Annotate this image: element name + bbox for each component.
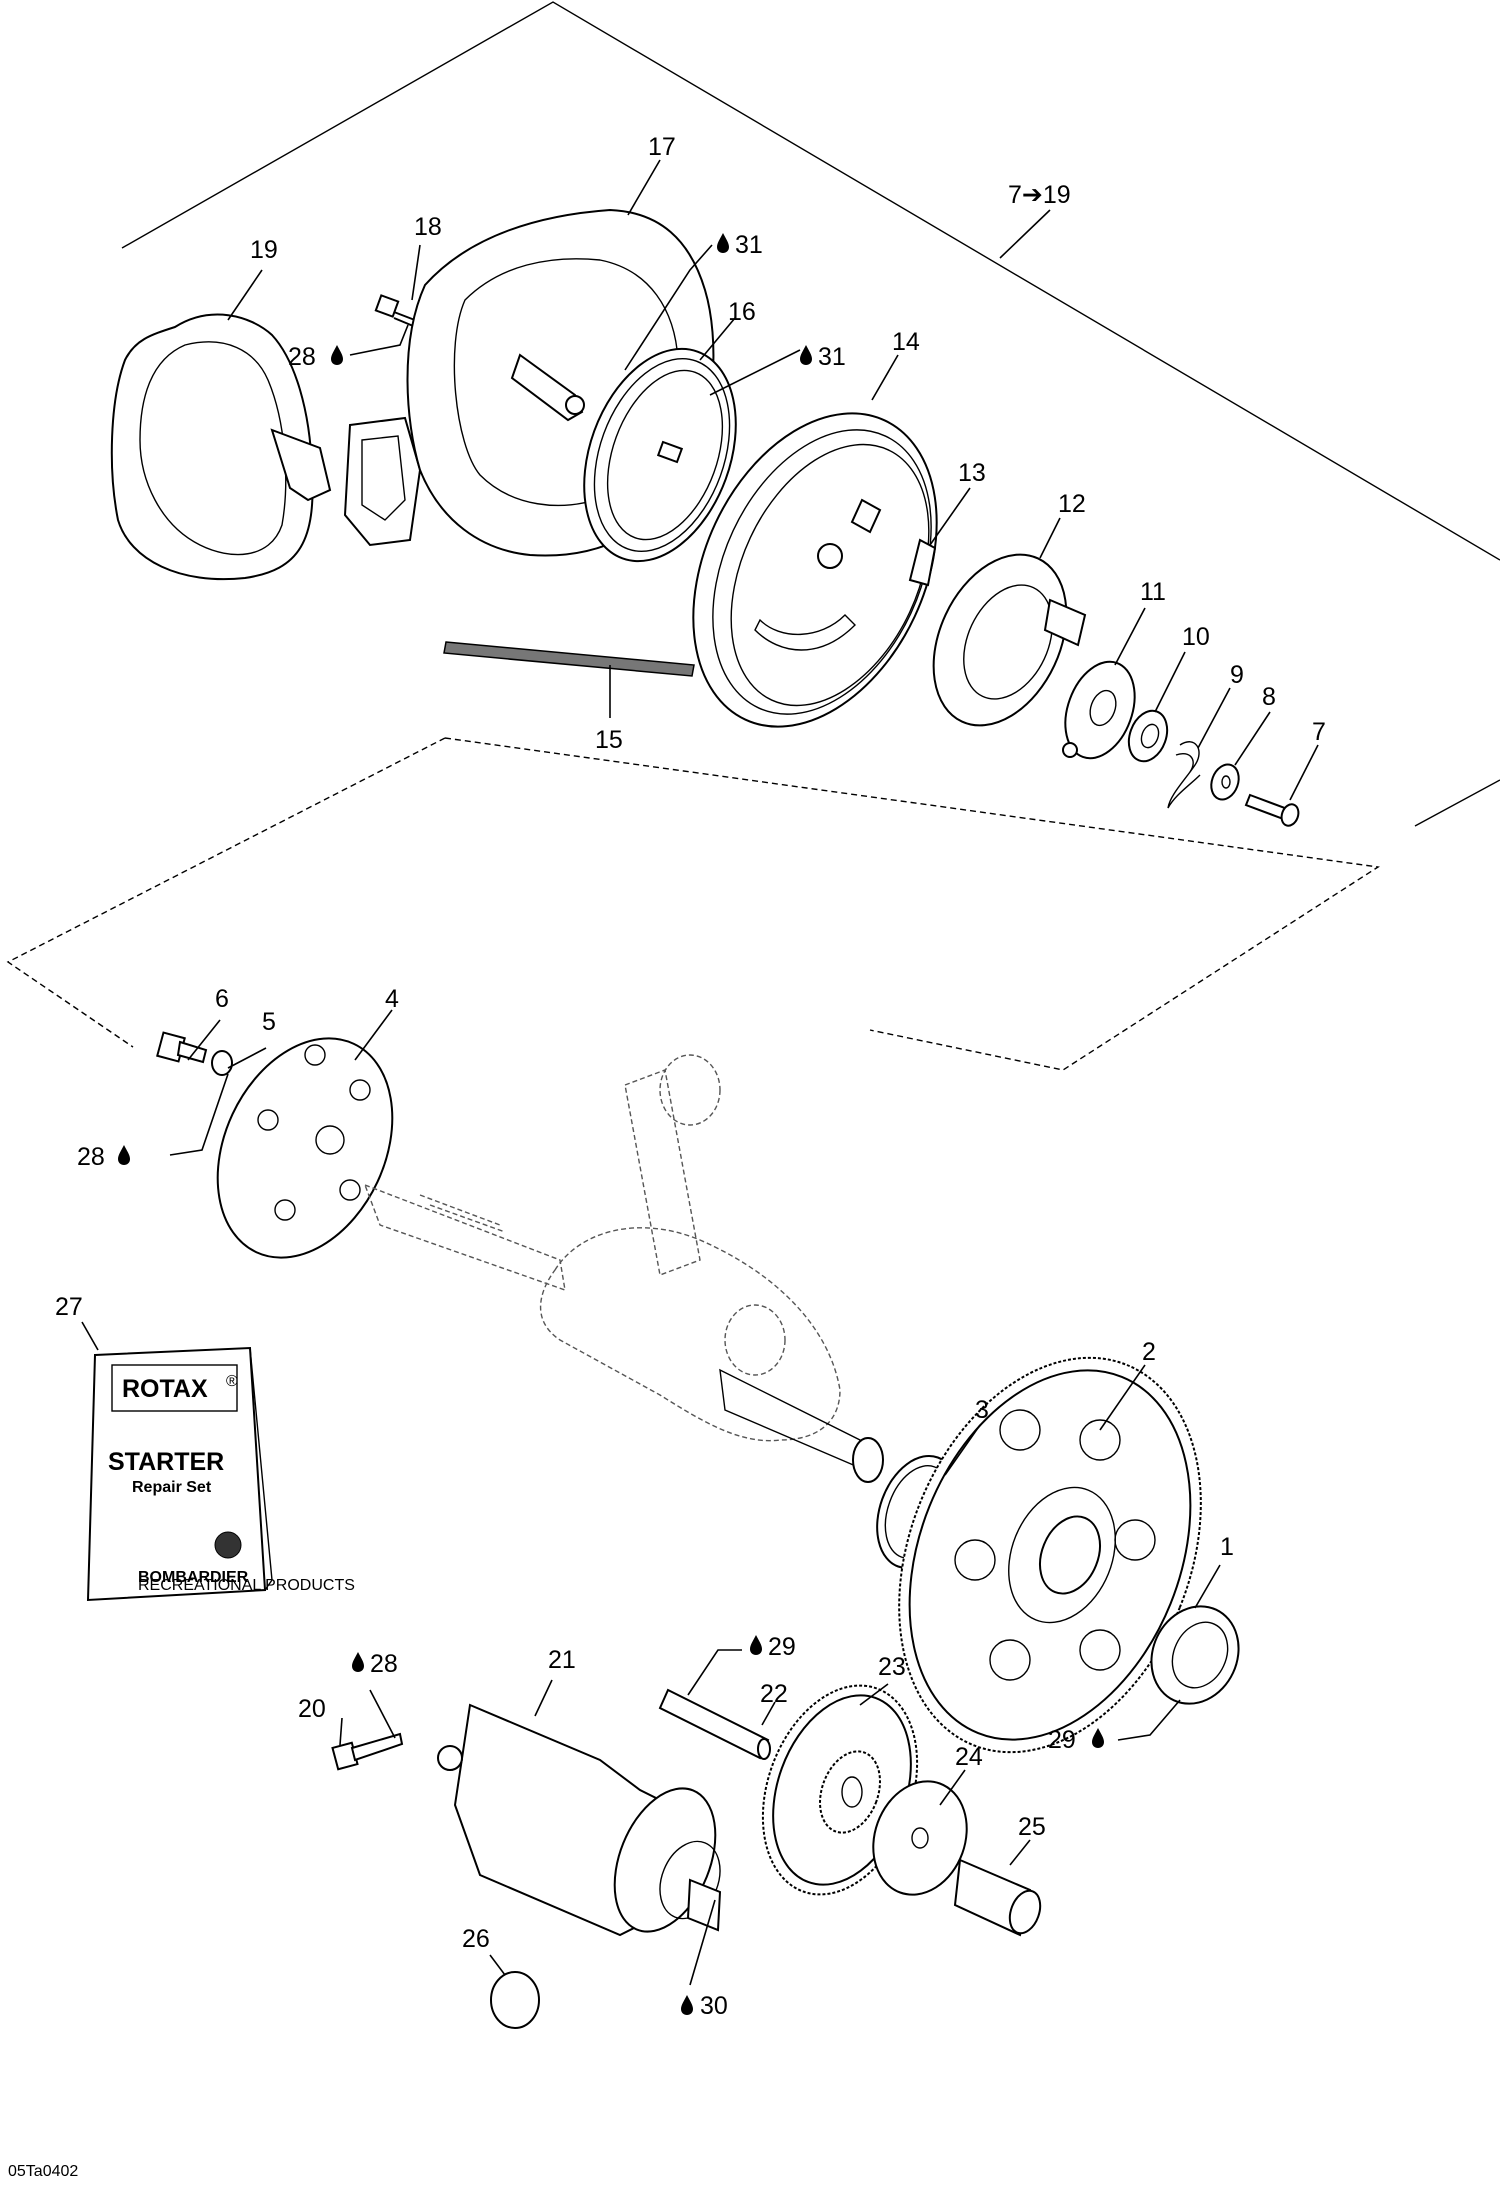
manual-maker: BOMBARDIER	[138, 1569, 249, 1586]
callout-12: 12	[1058, 490, 1086, 518]
callout-31-top: 31	[735, 231, 763, 259]
lubricant-drop-icon	[331, 345, 343, 365]
callout-14: 14	[892, 328, 920, 356]
callout-31-mid: 31	[818, 343, 846, 371]
thrust-washer	[872, 1780, 968, 1896]
callout-5: 5	[262, 1008, 276, 1036]
callout-17: 17	[648, 133, 676, 161]
rope-pulley	[692, 412, 938, 728]
manual-registered: ®	[226, 1373, 238, 1390]
electric-starter-motor	[437, 1703, 722, 1937]
callout-24: 24	[955, 1743, 983, 1771]
gear-shaft	[658, 1688, 771, 1760]
callout-labels: 17 18 19 28 31 16 31 14 7➔19 13 12 11 10…	[55, 133, 1326, 2020]
lubricant-drop-icon	[681, 1995, 693, 2015]
leader-lines	[81, 159, 1319, 1986]
callout-29-center: 29	[768, 1633, 796, 1661]
washer	[1210, 763, 1240, 801]
starter-repair-manual: ROTAX ® STARTER Repair Set BOMBARDIER RE…	[86, 1346, 355, 1602]
callout-29-right: 29	[1048, 1726, 1076, 1754]
callout-7-to-19: 7➔19	[1008, 181, 1071, 209]
pawl-lock	[932, 553, 1087, 727]
callout-2: 2	[1142, 1338, 1156, 1366]
callout-16: 16	[728, 298, 756, 326]
callout-9: 9	[1230, 661, 1244, 689]
callout-28-left: 28	[77, 1143, 105, 1171]
spacer	[1127, 709, 1169, 763]
starter-bolt	[331, 1732, 404, 1771]
callout-21: 21	[548, 1646, 576, 1674]
callout-6: 6	[215, 985, 229, 1013]
crankshaft-group-frame	[6, 737, 1380, 1071]
callout-26: 26	[462, 1925, 490, 1953]
callout-8: 8	[1262, 683, 1276, 711]
lubricant-drop-icon	[118, 1145, 130, 1165]
screw	[1244, 793, 1300, 827]
callout-28-top: 28	[288, 343, 316, 371]
recoil-spring	[583, 347, 737, 563]
callout-4: 4	[385, 985, 399, 1013]
lubricant-drop-icon	[750, 1635, 762, 1655]
recoil-starter-group-frame	[121, 1, 1500, 827]
starter-handle	[110, 313, 332, 581]
lubricant-drop-icon	[352, 1652, 364, 1672]
manual-brand: ROTAX	[122, 1375, 208, 1403]
figure-code: 05Ta0402	[8, 2163, 78, 2180]
callout-15: 15	[595, 726, 623, 754]
callout-25: 25	[1018, 1813, 1046, 1841]
callout-22: 22	[760, 1680, 788, 1708]
callout-13: 13	[958, 459, 986, 487]
callout-20: 20	[298, 1695, 326, 1723]
step-washer	[1062, 660, 1136, 760]
bombardier-logo	[214, 1531, 242, 1559]
lock-washer	[211, 1050, 233, 1076]
lubricant-drop-icon	[717, 233, 729, 253]
callout-27: 27	[55, 1293, 83, 1321]
callout-10: 10	[1182, 623, 1210, 651]
callout-1: 1	[1220, 1533, 1234, 1561]
starter-o-ring	[490, 1971, 540, 2029]
lubricant-drop-icon	[800, 345, 812, 365]
bushing	[953, 1858, 1042, 1937]
drive-bolt	[156, 1031, 208, 1064]
starter-rope	[443, 641, 695, 677]
callout-19: 19	[250, 236, 278, 264]
spring-clip	[1167, 741, 1201, 809]
crankshaft-reference	[363, 1054, 884, 1483]
rope-guide	[343, 416, 422, 547]
manual-subtitle: Repair Set	[132, 1479, 212, 1496]
callout-23: 23	[878, 1653, 906, 1681]
starter-drive-plate	[216, 1037, 394, 1259]
manual-title: STARTER	[108, 1448, 224, 1476]
callout-7: 7	[1312, 718, 1326, 746]
callout-11: 11	[1140, 578, 1166, 606]
callout-30: 30	[700, 1992, 728, 2020]
callout-3: 3	[975, 1396, 989, 1424]
manual-division: RECREATIONAL PRODUCTS	[138, 1577, 355, 1594]
crankshaft-gear	[898, 1356, 1202, 1754]
lubricant-drop-icon	[1092, 1728, 1104, 1748]
callout-18: 18	[414, 213, 442, 241]
starter-pawl	[908, 538, 937, 587]
callout-28-lower: 28	[370, 1650, 398, 1678]
needle-bearing	[1150, 1605, 1240, 1705]
